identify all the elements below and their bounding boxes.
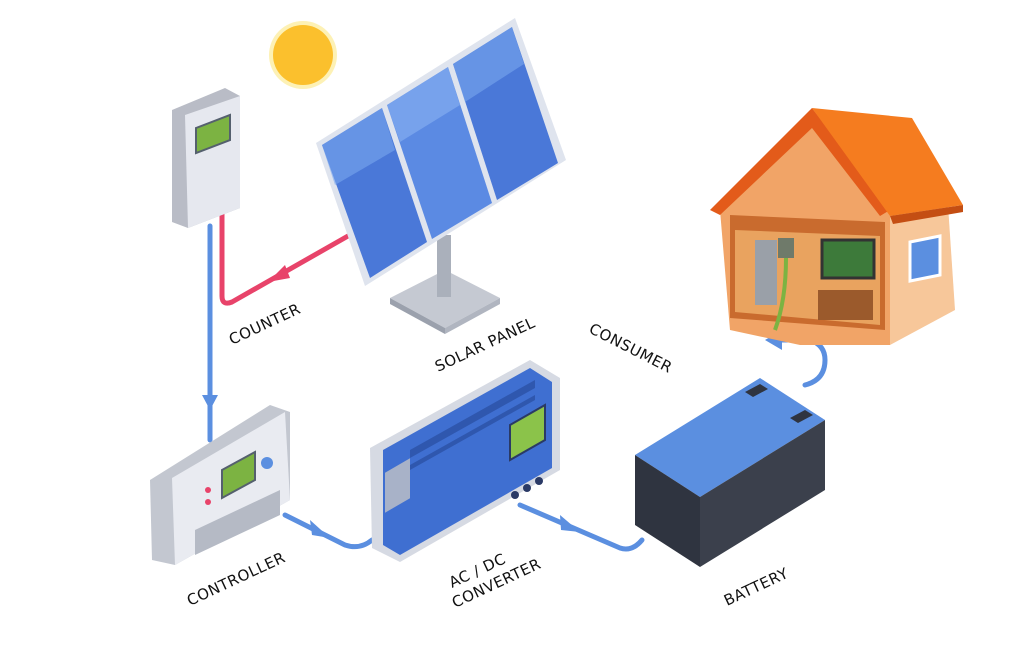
blue-arrow-icon bbox=[310, 520, 330, 538]
blue-flow-battery-house bbox=[777, 337, 828, 388]
counter-device bbox=[172, 88, 240, 228]
fan-icon bbox=[385, 458, 410, 513]
solar-panel bbox=[316, 18, 566, 334]
red-flow-line bbox=[219, 209, 351, 306]
blue-flow-controller-converter bbox=[282, 512, 375, 550]
consumer-house bbox=[710, 108, 963, 345]
sun-icon bbox=[269, 21, 337, 89]
blue-arrow-icon bbox=[560, 515, 580, 532]
label-consumer: CONSUMER bbox=[586, 320, 675, 377]
indicator-light bbox=[205, 499, 211, 505]
red-arrow-icon bbox=[268, 265, 290, 282]
controller-device bbox=[150, 405, 290, 565]
label-battery: BATTERY bbox=[721, 564, 791, 610]
battery-device bbox=[635, 378, 825, 567]
indicator-light bbox=[261, 457, 273, 469]
label-counter: COUNTER bbox=[226, 300, 303, 349]
tv-icon bbox=[820, 238, 876, 280]
indicator-light bbox=[205, 487, 211, 493]
blue-flow-converter-battery bbox=[517, 502, 645, 552]
blue-arrow-icon bbox=[202, 395, 218, 410]
flow-lines bbox=[202, 209, 828, 552]
ac-dc-converter-device bbox=[370, 360, 560, 562]
label-controller: CONTROLLER bbox=[184, 548, 288, 609]
